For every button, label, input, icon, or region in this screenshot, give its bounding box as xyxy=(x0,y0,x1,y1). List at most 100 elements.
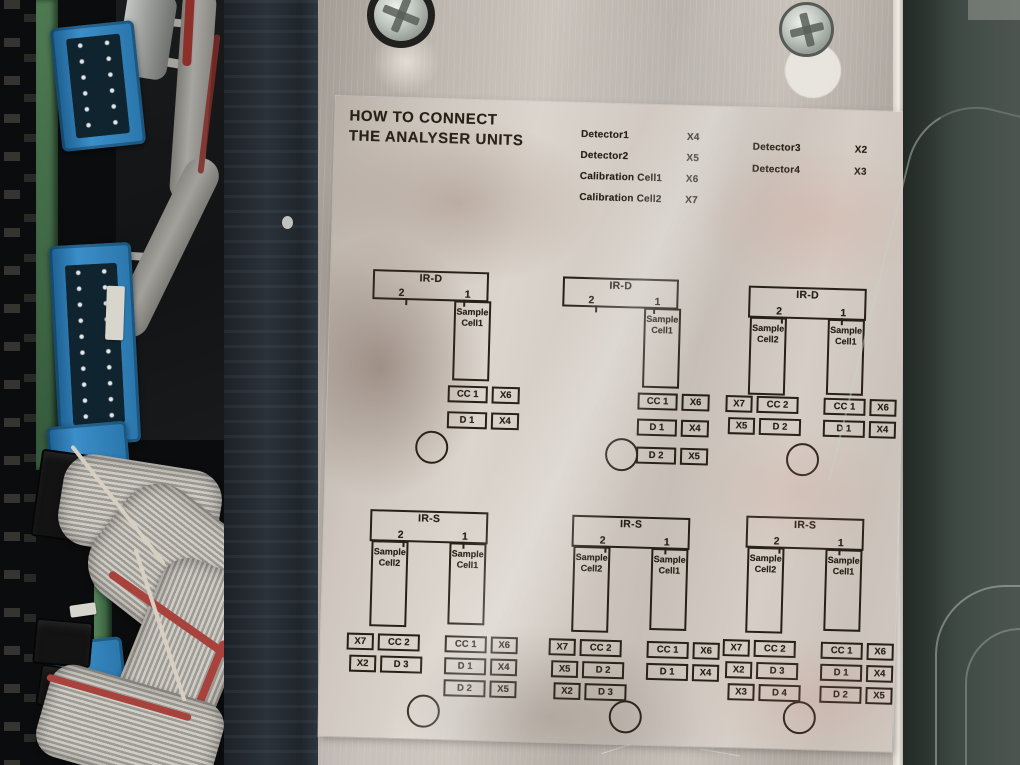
connector-id: X6 xyxy=(866,643,894,661)
sample-cell-box: Sample Cell2 xyxy=(745,546,785,634)
screw-hole-circle xyxy=(608,699,643,734)
connector-id: X6 xyxy=(490,636,518,655)
sample-cell-box: Sample Cell1 xyxy=(823,548,863,632)
legend-connector-id: X3 xyxy=(853,166,867,178)
pcb-edge xyxy=(36,0,58,470)
connector-id: X7 xyxy=(722,639,750,657)
signal-id: D 3 xyxy=(584,683,627,702)
connector-id: X4 xyxy=(490,412,520,431)
connector-id: X6 xyxy=(491,386,520,405)
connector-id: X5 xyxy=(727,417,756,435)
connector-id: X5 xyxy=(679,447,709,466)
screw-hole-circle xyxy=(406,694,441,729)
signal-id: CC 2 xyxy=(579,639,622,658)
idc-plug xyxy=(32,617,94,669)
legend-connector-id: X4 xyxy=(686,131,700,144)
connector-id: X5 xyxy=(489,680,517,699)
blue-idc-connector xyxy=(49,19,147,153)
signal-id: D 1 xyxy=(446,411,488,430)
sample-cell-box: Sample Cell2 xyxy=(369,540,409,628)
unit-type-label: IR-S xyxy=(417,512,441,526)
legend-connector-id: X6 xyxy=(685,173,699,186)
panel-side-flange xyxy=(224,0,320,765)
unit-type-label: IR-D xyxy=(419,272,443,286)
signal-id: CC 1 xyxy=(646,640,689,660)
signal-id: CC 1 xyxy=(820,641,863,660)
connector-id: X2 xyxy=(348,654,377,673)
port-tick xyxy=(595,305,598,313)
port-number-right: 1 xyxy=(654,295,661,309)
connector-id: X7 xyxy=(725,395,753,413)
label-title-line2: THE ANALYSER UNITS xyxy=(348,126,524,149)
legend-item-name: Detector4 xyxy=(751,163,801,176)
cabinet-wall-corner xyxy=(968,0,1020,20)
signal-id: CC 1 xyxy=(444,635,487,654)
screw-hole-circle xyxy=(785,442,820,477)
sample-cell-box: Sample Cell2 xyxy=(747,316,787,396)
signal-id: CC 2 xyxy=(377,633,420,652)
screw-hole-circle xyxy=(414,430,449,465)
signal-id: D 2 xyxy=(443,679,486,698)
signal-id: D 1 xyxy=(645,662,689,682)
connector-id: X5 xyxy=(550,660,579,678)
signal-id: D 3 xyxy=(755,661,799,681)
sample-cell-box: Sample Cell1 xyxy=(447,542,487,626)
sample-cell-box: Sample Cell1 xyxy=(641,307,682,389)
connector-id: X7 xyxy=(548,638,576,656)
card-cage-slots xyxy=(4,0,20,765)
legend-item-name: Detector3 xyxy=(752,141,801,154)
screw-hole-circle xyxy=(604,437,639,472)
connector-id: X4 xyxy=(691,664,720,682)
connector-id: X2 xyxy=(724,661,753,679)
port-tick xyxy=(405,298,408,306)
signal-id: CC 1 xyxy=(637,392,678,411)
connector-id: X4 xyxy=(489,658,518,677)
unit-type-label: IR-D xyxy=(796,288,820,302)
unit-type-label: IR-S xyxy=(619,518,643,531)
signal-id: D 4 xyxy=(758,684,801,703)
connector-sticker xyxy=(105,285,125,341)
label-title: HOW TO CONNECT THE ANALYSER UNITS xyxy=(349,106,525,150)
connector-id: X7 xyxy=(346,632,375,651)
unit-type-label: IR-D xyxy=(609,279,633,293)
connector-id: X5 xyxy=(865,687,893,705)
connector-pins xyxy=(66,33,130,139)
rivet xyxy=(282,216,293,229)
blue-idc-connector xyxy=(48,241,142,447)
connector-id: X3 xyxy=(727,683,755,701)
port-number-right: 1 xyxy=(464,288,471,301)
unit-type-label: IR-S xyxy=(793,518,817,532)
connector-id: X6 xyxy=(681,393,710,412)
signal-id: D 2 xyxy=(758,417,802,437)
card-cage-slots xyxy=(24,14,36,765)
connector-id: X4 xyxy=(680,419,710,438)
